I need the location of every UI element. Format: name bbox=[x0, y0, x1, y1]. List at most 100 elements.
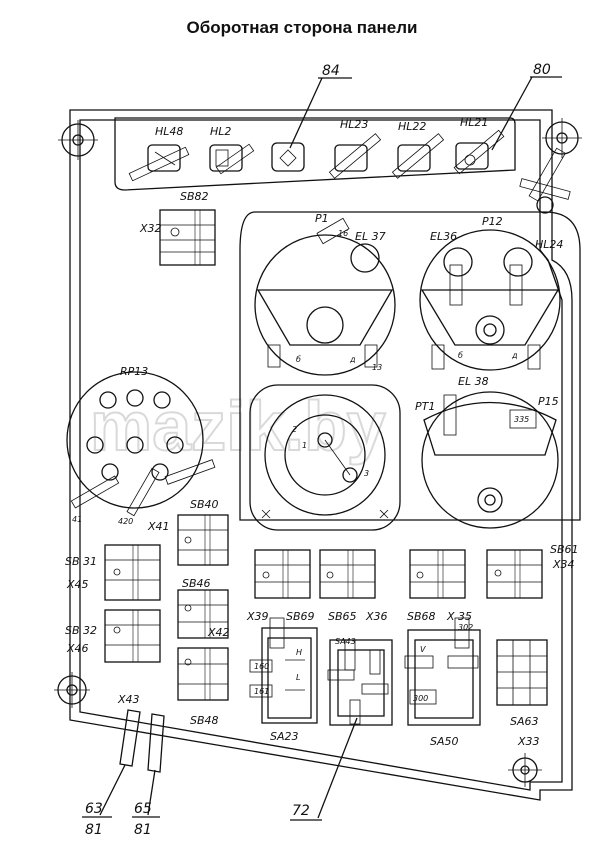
tag-l: L bbox=[296, 673, 300, 682]
tag-d-right: д bbox=[511, 351, 518, 360]
switch-sa23 bbox=[249, 617, 318, 724]
switch-sa63 bbox=[496, 639, 548, 706]
label-hl23: HL23 bbox=[340, 118, 368, 131]
callout-63-leader bbox=[99, 764, 126, 816]
tag-h: H bbox=[296, 648, 302, 657]
lamp-hl23 bbox=[328, 133, 382, 179]
tag-13: 13 bbox=[372, 363, 382, 372]
gauge-housing-top bbox=[239, 211, 581, 521]
label-sa63: SA63 bbox=[510, 715, 539, 728]
callout-81a: 81 bbox=[85, 822, 103, 838]
label-x39: X39 bbox=[246, 610, 269, 623]
tag-300: 300 bbox=[413, 694, 428, 703]
mounting-hole-top-left bbox=[58, 120, 98, 160]
label-hl2: HL2 bbox=[210, 125, 231, 138]
label-p1: P1 bbox=[315, 212, 329, 225]
label-el36: EL36 bbox=[430, 230, 457, 243]
switch-sb32 bbox=[104, 609, 161, 663]
label-sb46: SB46 bbox=[182, 577, 211, 590]
connector-x43 bbox=[119, 709, 165, 773]
switch-sb40 bbox=[177, 514, 229, 566]
tag-302: 302 bbox=[458, 623, 473, 632]
label-x35: X 35 bbox=[446, 610, 472, 623]
label-pt1: PT1 bbox=[415, 400, 435, 413]
callout-84-leader bbox=[289, 77, 323, 149]
switch-sb46 bbox=[177, 589, 229, 639]
lamp-hl22 bbox=[391, 133, 445, 179]
label-rp13: RP13 bbox=[120, 365, 148, 378]
tag-1: 1 bbox=[302, 441, 307, 450]
label-sb82: SB82 bbox=[180, 190, 209, 203]
label-x34: X34 bbox=[552, 558, 575, 571]
label-x41: X41 bbox=[147, 520, 170, 533]
label-hl21: HL21 bbox=[460, 116, 488, 129]
gauge-p12 bbox=[419, 229, 561, 371]
lamp-hl21 bbox=[453, 129, 505, 175]
panel-outline bbox=[69, 109, 573, 801]
label-sb31: SB 31 bbox=[65, 555, 97, 568]
tag-16: 16 bbox=[338, 229, 348, 238]
panel-inner-outline bbox=[79, 119, 563, 791]
callout-63: 63 bbox=[85, 801, 103, 817]
label-x36: X36 bbox=[365, 610, 388, 623]
switch-sb61 bbox=[486, 549, 543, 599]
callout-65-leader bbox=[147, 769, 156, 816]
gauge-pt1 bbox=[249, 384, 401, 531]
callout-81b: 81 bbox=[134, 822, 152, 838]
lamp-hl2 bbox=[209, 143, 255, 175]
switch-sb82 bbox=[159, 209, 216, 266]
label-hl48: HL48 bbox=[155, 125, 183, 138]
label-sb32: SB 32 bbox=[65, 624, 97, 637]
label-hl24: HL24 bbox=[535, 238, 563, 251]
label-x42: X42 bbox=[207, 626, 230, 639]
label-sb68: SB68 bbox=[407, 610, 436, 623]
tag-b-left: б bbox=[296, 355, 301, 364]
relay-rp13 bbox=[66, 371, 216, 517]
gauge-p15 bbox=[421, 391, 559, 529]
switch-sb69 bbox=[254, 549, 311, 599]
switch-sb65 bbox=[319, 549, 376, 599]
lamp-hl48 bbox=[128, 144, 190, 182]
label-el37: EL 37 bbox=[355, 230, 386, 243]
callout-72: 72 bbox=[292, 803, 310, 819]
label-x33: X33 bbox=[517, 735, 540, 748]
page-title: Оборотная сторона панели bbox=[186, 18, 418, 37]
label-sb61: SB61 bbox=[550, 543, 579, 556]
switch-sa50 bbox=[404, 617, 481, 726]
callout-65: 65 bbox=[134, 801, 152, 817]
label-x32: X32 bbox=[139, 222, 162, 235]
label-sa23: SA23 bbox=[270, 730, 299, 743]
tag-160: 160 bbox=[254, 662, 269, 671]
tag-b-right: б bbox=[458, 351, 463, 360]
tag-3: 3 bbox=[364, 469, 369, 478]
switch-sb31 bbox=[104, 544, 161, 601]
label-x46: X46 bbox=[66, 642, 89, 655]
label-sb48: SB48 bbox=[190, 714, 219, 727]
lamp-hl24-socket bbox=[519, 147, 571, 214]
label-p15: P15 bbox=[538, 395, 559, 408]
label-sb40: SB40 bbox=[190, 498, 219, 511]
tag-420: 420 bbox=[118, 517, 133, 526]
switch-sa43 bbox=[327, 639, 393, 726]
lamp-84 bbox=[271, 142, 305, 172]
switch-sb68 bbox=[409, 549, 466, 599]
label-sb69: SB69 bbox=[286, 610, 315, 623]
label-el38: EL 38 bbox=[458, 375, 489, 388]
label-p12: P12 bbox=[482, 215, 503, 228]
label-hl22: HL22 bbox=[398, 120, 426, 133]
tag-161: 161 bbox=[254, 687, 269, 696]
tag-2: 2 bbox=[292, 425, 297, 434]
label-sa43: SA43 bbox=[335, 637, 356, 646]
tag-v: V bbox=[420, 645, 426, 654]
callout-84: 84 bbox=[322, 63, 340, 79]
callout-72-leader bbox=[317, 717, 358, 819]
gauge-p1 bbox=[254, 217, 396, 376]
label-sb65: SB65 bbox=[328, 610, 357, 623]
mounting-hole-bottom-left bbox=[54, 672, 90, 708]
label-x43: X43 bbox=[117, 693, 140, 706]
mounting-hole-top-right bbox=[542, 118, 582, 158]
lamp-strip bbox=[114, 117, 516, 191]
switch-sb48 bbox=[177, 647, 229, 701]
label-sa50: SA50 bbox=[430, 735, 459, 748]
tag-d-left: д bbox=[349, 355, 356, 364]
